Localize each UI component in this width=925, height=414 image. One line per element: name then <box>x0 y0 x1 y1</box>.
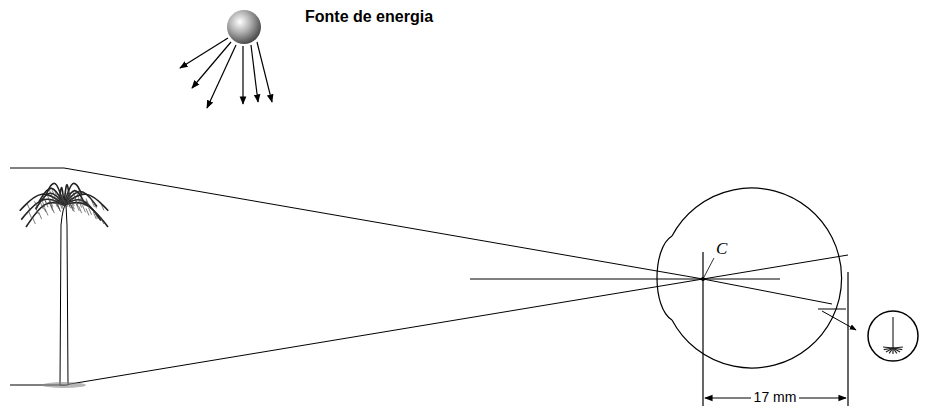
retina-image-inset <box>868 311 918 361</box>
palm-leaflet <box>76 190 79 197</box>
palm-leaflet <box>86 198 89 205</box>
palm-leaflet <box>75 198 78 205</box>
light-rays <box>180 38 272 108</box>
palm-leaflet <box>60 195 63 202</box>
palm-leaflet <box>86 209 89 216</box>
palm-leaflet <box>40 202 43 209</box>
palm-leaflet <box>55 192 58 199</box>
palm-leaflet <box>73 192 76 199</box>
palm-frond <box>26 203 64 227</box>
palm-leaflet <box>52 190 55 197</box>
palm-leaflet <box>45 209 48 216</box>
palm-leaflet <box>94 201 97 208</box>
palm-leaflet <box>52 196 55 203</box>
palm-tree <box>20 183 109 388</box>
palm-leaflet <box>32 217 35 224</box>
sun <box>227 10 261 44</box>
palm-leaflet <box>49 190 52 197</box>
palm-leaflet <box>39 212 42 219</box>
inverted-frond <box>884 348 893 350</box>
dimension-label: 17 mm <box>751 390 800 405</box>
inverted-frond <box>893 348 897 353</box>
palm-leaflet <box>95 212 98 219</box>
energy-source-label: Fonte de energia <box>305 8 433 26</box>
palm-frond <box>59 188 64 205</box>
palm-leaflet <box>91 200 94 207</box>
nodal-point-label: C <box>716 240 727 259</box>
palm-leaflet <box>79 190 82 197</box>
palm-leaflet <box>80 198 83 205</box>
inverted-tree <box>883 317 903 354</box>
palm-leaflet <box>36 207 39 214</box>
eyeball <box>657 188 848 406</box>
palm-leaflet <box>50 200 53 207</box>
palm-leaflet <box>101 217 104 224</box>
palm-leaflet <box>79 206 82 213</box>
palm-leaflet <box>93 212 96 219</box>
palm-leaflet <box>28 211 31 218</box>
palm-frond <box>64 203 108 227</box>
palm-leaflet <box>34 201 37 208</box>
palm-leaflet <box>86 200 89 207</box>
palm-leaflet <box>27 203 30 210</box>
projection-lines <box>10 168 856 385</box>
palm-leaflet <box>61 195 64 202</box>
palm-leaflet <box>82 205 85 212</box>
palm-leaflet <box>89 208 92 215</box>
nodal-point <box>701 277 705 281</box>
palm-leaflet <box>67 193 70 200</box>
inverted-frond <box>883 347 893 348</box>
palm-leaflet <box>76 204 79 211</box>
palm-leaflet <box>43 196 46 203</box>
palm-leaflet <box>71 205 74 212</box>
palm-leaflet <box>47 195 50 202</box>
palm-leaflet <box>101 203 104 210</box>
